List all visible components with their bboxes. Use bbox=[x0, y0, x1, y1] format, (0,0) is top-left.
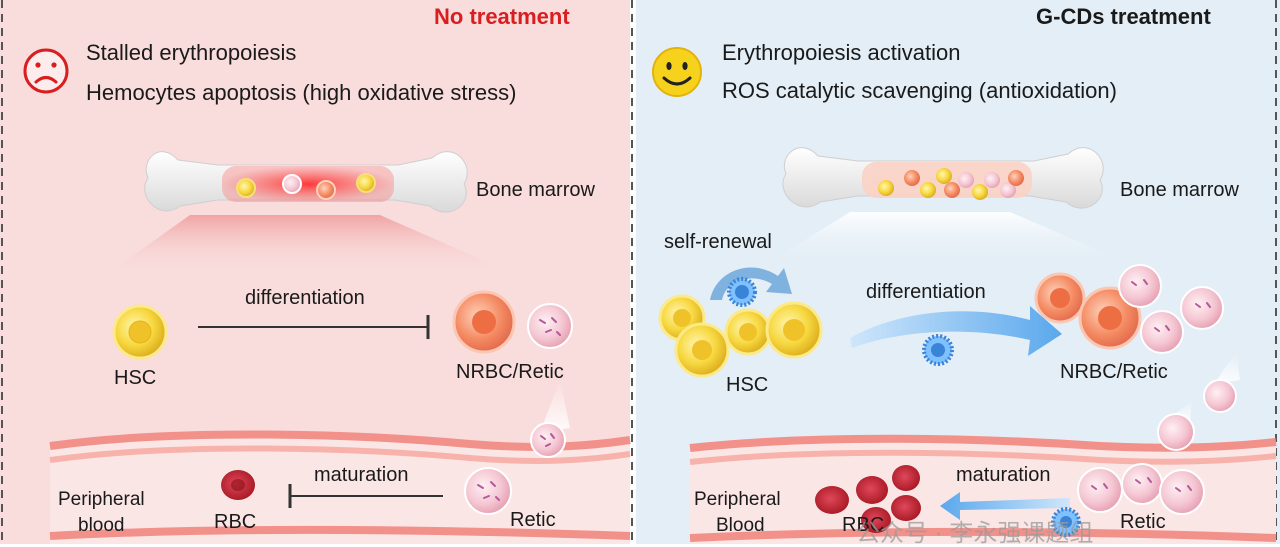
sad-face-icon bbox=[23, 48, 69, 94]
retic-cell bbox=[1203, 379, 1237, 413]
right-line-1: Erythropoiesis activation bbox=[722, 40, 961, 65]
maturation-blocked-arrow bbox=[288, 484, 443, 508]
differentiation-blocked-arrow bbox=[198, 315, 430, 339]
maturation-arrow bbox=[940, 492, 1070, 520]
left-differentiation-label: differentiation bbox=[245, 287, 365, 309]
hsc-cell bbox=[112, 304, 168, 360]
nrbc-retic-cluster bbox=[1034, 264, 1224, 354]
watermark-text: 公众号 · 李永强课题组 bbox=[856, 520, 1094, 547]
left-panel-title: No treatment bbox=[434, 4, 570, 29]
right-maturation-label: maturation bbox=[956, 464, 1051, 486]
blood-vessel bbox=[49, 430, 631, 544]
hsc-cluster bbox=[658, 294, 823, 378]
left-maturation-label: maturation bbox=[314, 464, 409, 486]
right-line-2: ROS catalytic scavenging (antioxidation) bbox=[722, 78, 1117, 103]
retic-cell bbox=[1157, 413, 1195, 451]
bone-marrow-illustration bbox=[144, 151, 468, 213]
retic-cell bbox=[464, 467, 512, 515]
right-bone-marrow-label: Bone marrow bbox=[1120, 179, 1239, 201]
left-line-2: Hemocytes apoptosis (high oxidative stre… bbox=[86, 80, 517, 105]
left-line-1: Stalled erythropoiesis bbox=[86, 40, 297, 65]
left-peripheral-label: Peripheral bbox=[58, 489, 145, 510]
left-rbc-label: RBC bbox=[214, 511, 257, 533]
retic-cell bbox=[530, 422, 566, 458]
retic-cluster bbox=[1077, 463, 1205, 515]
bone-marrow-illustration bbox=[782, 147, 1104, 209]
nrbc-cell bbox=[452, 290, 516, 354]
g-cd-nanoparticle bbox=[1051, 507, 1081, 537]
left-hsc-label: HSC bbox=[114, 367, 157, 389]
rbc-cell bbox=[221, 470, 255, 500]
left-nrbc-retic-label: NRBC/Retic bbox=[456, 361, 564, 383]
self-renewal-arrow bbox=[710, 267, 792, 300]
left-retic-label: Retic bbox=[510, 509, 556, 531]
left-blood-label: blood bbox=[78, 515, 125, 536]
retic-trail bbox=[1214, 352, 1240, 384]
g-cd-nanoparticle bbox=[922, 334, 954, 366]
g-cd-nanoparticle bbox=[727, 277, 757, 307]
blood-vessel bbox=[689, 434, 1277, 544]
right-panel-title: G-CDs treatment bbox=[1036, 4, 1211, 29]
rbc-cluster bbox=[815, 465, 921, 533]
left-bone-marrow-label: Bone marrow bbox=[476, 179, 595, 201]
right-blood-label: Blood bbox=[716, 515, 765, 536]
right-peripheral-label: Peripheral bbox=[694, 489, 781, 510]
right-self-renewal-label: self-renewal bbox=[664, 231, 772, 253]
marrow-zoom-cone bbox=[110, 215, 510, 272]
right-rbc-label: RBC bbox=[842, 514, 885, 536]
retic-trail bbox=[540, 380, 570, 432]
right-retic-label: Retic bbox=[1120, 511, 1166, 533]
right-hsc-label: HSC bbox=[726, 374, 769, 396]
differentiation-arrow bbox=[850, 306, 1062, 356]
marrow-zoom-cone bbox=[760, 212, 1140, 268]
retic-cell bbox=[527, 303, 573, 349]
right-nrbc-retic-label: NRBC/Retic bbox=[1060, 361, 1168, 383]
right-differentiation-label: differentiation bbox=[866, 281, 986, 303]
happy-face-icon bbox=[652, 47, 702, 97]
